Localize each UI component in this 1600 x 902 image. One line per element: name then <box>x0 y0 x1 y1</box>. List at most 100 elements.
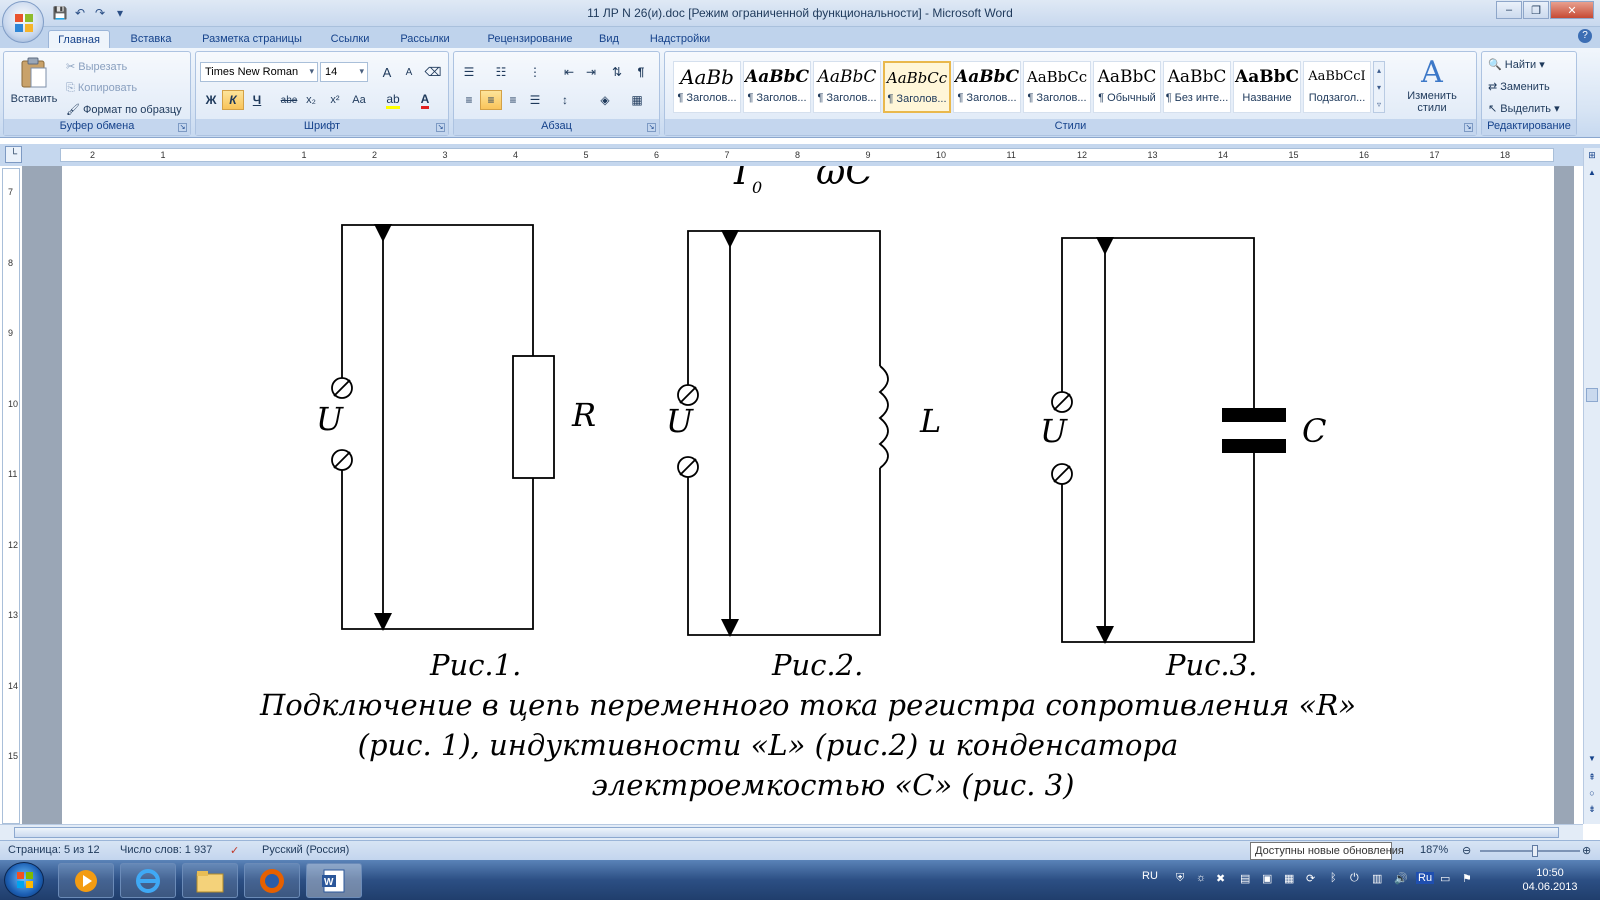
grow-font-button[interactable]: A <box>382 64 392 80</box>
find-button[interactable]: 🔍 Найти ▾ <box>1488 59 1545 71</box>
zoom-in-icon[interactable]: ⊕ <box>1582 845 1592 857</box>
line-spacing-icon[interactable]: ↕ <box>562 93 568 107</box>
align-center-icon[interactable]: ≡ <box>480 90 502 110</box>
style-normal[interactable]: AaBbC ¶ Обычный <box>1093 61 1161 113</box>
tray-folder-icon[interactable]: ▦ <box>1284 873 1295 885</box>
show-marks-button[interactable]: ¶ <box>637 65 645 79</box>
shrink-font-button[interactable]: A <box>405 66 413 78</box>
minimize-button[interactable]: – <box>1496 1 1522 19</box>
increase-indent-icon[interactable]: ⇥ <box>585 65 597 79</box>
tray-update-icon[interactable]: ⟳ <box>1306 873 1316 885</box>
status-page[interactable]: Страница: 5 из 12 <box>8 844 100 856</box>
tab-view[interactable]: Вид <box>599 33 619 45</box>
tray-network-icon[interactable]: ▤ <box>1240 873 1251 885</box>
change-case-button[interactable]: Aa <box>352 94 366 106</box>
style-title[interactable]: AaBbC Название <box>1233 61 1301 113</box>
zoom-slider[interactable] <box>1480 850 1580 852</box>
paragraph-launcher-icon[interactable]: ↘ <box>647 123 656 132</box>
style-heading-3[interactable]: AaBbC ¶ Заголов... <box>813 61 881 113</box>
vertical-scrollbar[interactable]: ⊞ ▲ ▼ ⇞ ○ ⇟ <box>1583 148 1600 824</box>
align-right-icon[interactable]: ≡ <box>509 93 517 107</box>
maximize-button[interactable]: ❐ <box>1523 1 1549 19</box>
superscript-button[interactable]: x² <box>330 94 340 106</box>
styles-scroll[interactable]: ▴▾▿ <box>1373 61 1385 113</box>
highlight-icon[interactable]: ab <box>382 90 404 110</box>
tray-display-icon[interactable]: ▭ <box>1440 873 1451 885</box>
bold-button[interactable]: Ж <box>205 93 217 107</box>
multilevel-list-icon[interactable]: ⋮ <box>529 65 541 79</box>
status-language[interactable]: Русский (Россия) <box>262 844 350 856</box>
tab-addins[interactable]: Надстройки <box>649 33 711 45</box>
decrease-indent-icon[interactable]: ⇤ <box>563 65 575 79</box>
strikethrough-button[interactable]: abe <box>280 94 298 106</box>
borders-icon[interactable]: ▦ <box>631 93 643 107</box>
bullets-icon[interactable]: ☰ <box>463 65 475 79</box>
taskbar-word[interactable]: W <box>306 863 362 898</box>
clipboard-launcher-icon[interactable]: ↘ <box>178 123 187 132</box>
zoom-slider-thumb[interactable] <box>1532 845 1538 857</box>
office-button[interactable] <box>2 1 44 43</box>
start-button[interactable] <box>4 862 44 898</box>
cut-button[interactable]: ✂ Вырезать <box>66 61 128 73</box>
font-size-combo[interactable]: 14 <box>320 62 368 82</box>
tab-home[interactable]: Главная <box>48 30 110 48</box>
taskbar-clock[interactable]: 10:50 04.06.2013 <box>1520 866 1580 894</box>
taskbar-firefox[interactable] <box>244 863 300 898</box>
status-words[interactable]: Число слов: 1 937 <box>120 844 213 856</box>
font-launcher-icon[interactable]: ↘ <box>436 123 445 132</box>
paste-button[interactable]: Вставить <box>10 56 58 114</box>
help-icon[interactable]: ? <box>1578 29 1592 43</box>
close-button[interactable]: ✕ <box>1550 1 1594 19</box>
next-page-icon[interactable]: ⇟ <box>1588 804 1596 814</box>
numbering-icon[interactable]: ☷ <box>495 65 507 79</box>
tab-selector-icon[interactable]: └ <box>5 146 22 163</box>
save-icon[interactable]: 💾 <box>52 6 68 20</box>
clear-format-icon[interactable]: ⌫ <box>424 65 442 79</box>
tab-insert[interactable]: Вставка <box>130 33 172 45</box>
tray-weather-icon[interactable]: ☼ <box>1196 872 1207 884</box>
style-heading-5[interactable]: AaBbC ¶ Заголов... <box>953 61 1021 113</box>
styles-launcher-icon[interactable]: ↘ <box>1464 123 1473 132</box>
redo-icon[interactable]: ↷ <box>94 6 106 20</box>
align-left-icon[interactable]: ≡ <box>465 93 473 107</box>
document-page[interactable]: I 0 ωC <box>62 166 1554 824</box>
style-heading-1[interactable]: AaBb ¶ Заголов... <box>673 61 741 113</box>
replace-button[interactable]: ⇄ Заменить <box>1488 81 1550 93</box>
style-heading-4[interactable]: AaBbCc ¶ Заголов... <box>883 61 951 113</box>
tray-flag-icon[interactable]: ⚑ <box>1462 873 1472 885</box>
copy-button[interactable]: ⎘ Копировать <box>66 82 138 94</box>
input-language[interactable]: RU <box>1142 870 1158 882</box>
format-painter-button[interactable]: 🖌 Формат по образцу <box>66 104 182 116</box>
style-no-spacing[interactable]: AaBbC ¶ Без инте... <box>1163 61 1231 113</box>
italic-button[interactable]: К <box>222 90 244 110</box>
style-heading-6[interactable]: AaBbCc ¶ Заголов... <box>1023 61 1091 113</box>
underline-button[interactable]: Ч <box>252 93 262 107</box>
zoom-out-icon[interactable]: ⊖ <box>1462 845 1472 857</box>
tray-power-icon[interactable]: ⏻ <box>1350 872 1359 884</box>
shading-icon[interactable]: ◈ <box>600 93 610 107</box>
tray-bluetooth-icon[interactable]: ᛒ <box>1330 872 1337 884</box>
justify-icon[interactable]: ☰ <box>529 93 541 107</box>
tab-references[interactable]: Ссылки <box>330 33 370 45</box>
font-color-icon[interactable]: A <box>414 90 436 110</box>
ruler-toggle-icon[interactable]: ⊞ <box>1588 150 1596 160</box>
style-subtitle[interactable]: AaBbCcI Подзагол... <box>1303 61 1371 113</box>
tab-mailings[interactable]: Рассылки <box>400 33 450 45</box>
qat-customize-icon[interactable]: ▾ <box>116 6 124 20</box>
scroll-down-icon[interactable]: ▼ <box>1588 754 1596 763</box>
vertical-scroll-thumb[interactable] <box>1586 388 1598 402</box>
select-button[interactable]: ↖ Выделить ▾ <box>1488 103 1560 115</box>
tray-volume-icon[interactable]: 🔊 <box>1394 873 1408 885</box>
browse-object-icon[interactable]: ○ <box>1589 788 1595 798</box>
style-heading-2[interactable]: AaBbC ¶ Заголов... <box>743 61 811 113</box>
taskbar-explorer[interactable] <box>182 863 238 898</box>
font-name-combo[interactable]: Times New Roman <box>200 62 318 82</box>
prev-page-icon[interactable]: ⇞ <box>1588 772 1596 782</box>
tray-monitor-icon[interactable]: ▣ <box>1262 873 1273 885</box>
taskbar-internet-explorer[interactable] <box>120 863 176 898</box>
status-zoom[interactable]: 187% <box>1420 844 1449 856</box>
tray-lang-icon[interactable]: Ru <box>1416 872 1435 884</box>
taskbar-media-player[interactable] <box>58 863 114 898</box>
